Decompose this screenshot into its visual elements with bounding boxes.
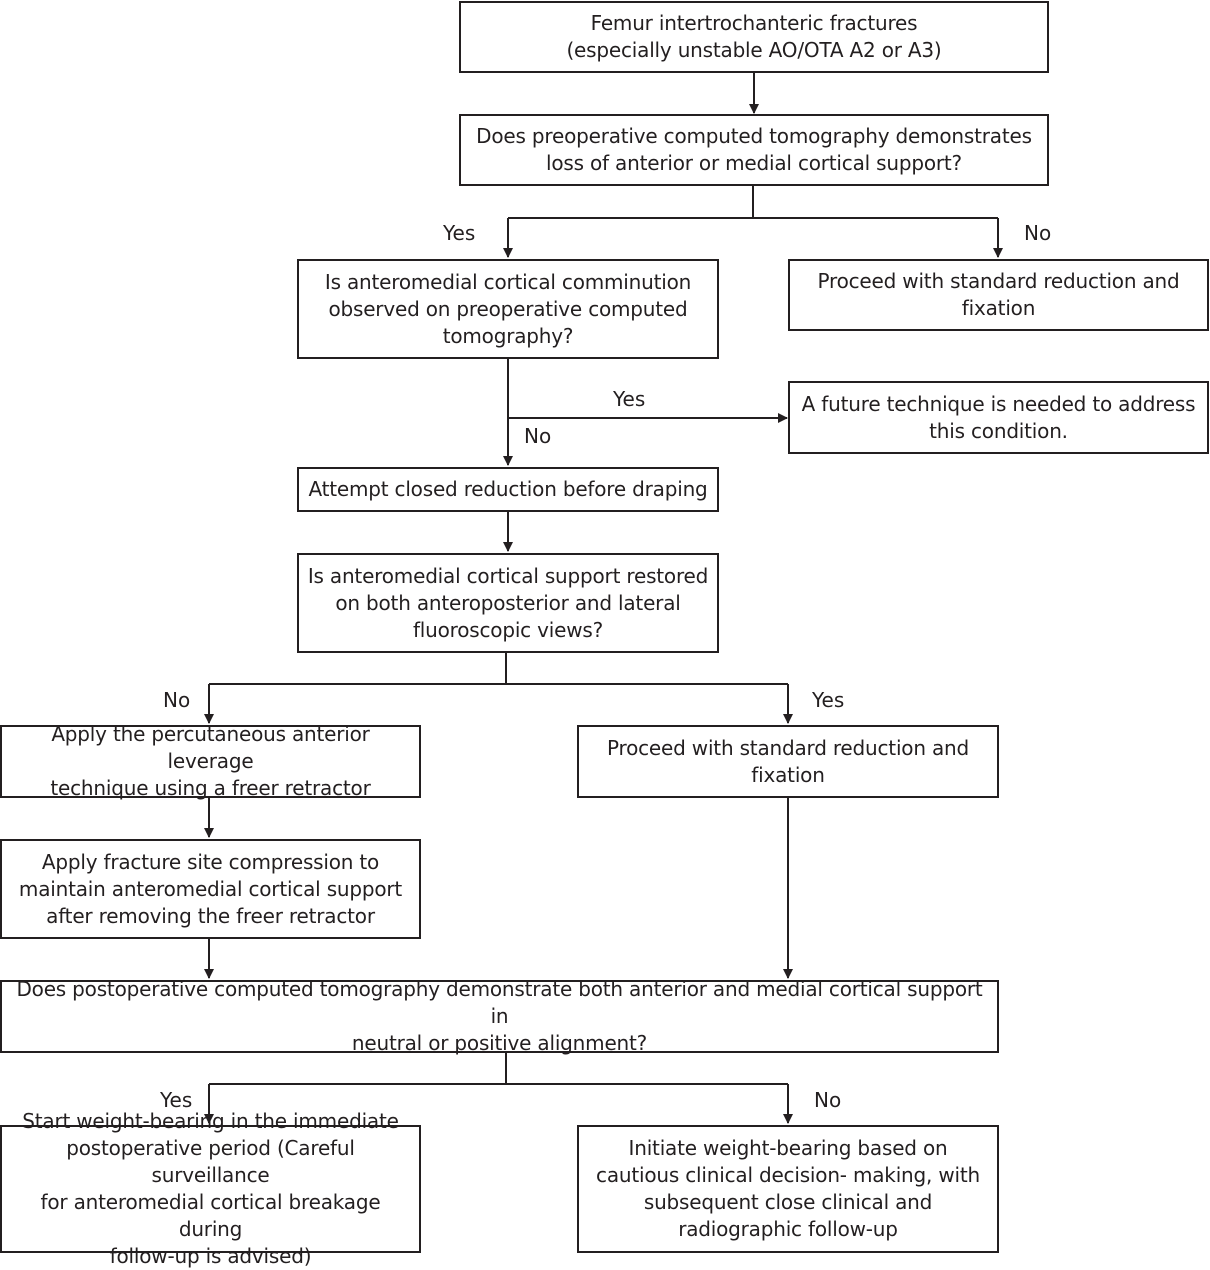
preop-yes-label: Yes xyxy=(443,221,476,245)
postop-yes-label: Yes xyxy=(160,1088,193,1112)
restored-yes-label: Yes xyxy=(812,688,845,712)
start-node: Femur intertrochanteric fractures (espec… xyxy=(459,1,1049,73)
comminution-question-node: Is anteromedial cortical comminution obs… xyxy=(297,259,719,359)
postop-no-label: No xyxy=(814,1088,842,1112)
restored-no-label: No xyxy=(163,688,191,712)
comminution-yes-label: Yes xyxy=(613,387,646,411)
weight-bearing-cautious-node: Initiate weight-bearing based on cautiou… xyxy=(577,1125,999,1253)
leverage-technique-node: Apply the percutaneous anterior leverage… xyxy=(0,722,421,800)
future-technique-node: A future technique is needed to address … xyxy=(788,381,1209,454)
preop-no-label: No xyxy=(1024,221,1052,245)
closed-reduction-node: Attempt closed reduction before draping xyxy=(297,467,719,512)
standard-reduction-node-2: Proceed with standard reduction and fixa… xyxy=(577,725,999,798)
compression-node: Apply fracture site compression to maint… xyxy=(0,839,421,939)
comminution-no-label: No xyxy=(524,424,552,448)
postop-ct-question-node: Does postoperative computed tomography d… xyxy=(0,977,999,1055)
preop-ct-question-node: Does preoperative computed tomography de… xyxy=(459,114,1049,186)
weight-bearing-immediate-node: Start weight-bearing in the immediate po… xyxy=(0,1109,421,1268)
standard-reduction-node-1: Proceed with standard reduction and fixa… xyxy=(788,259,1209,331)
restored-question-node: Is anteromedial cortical support restore… xyxy=(297,553,719,653)
